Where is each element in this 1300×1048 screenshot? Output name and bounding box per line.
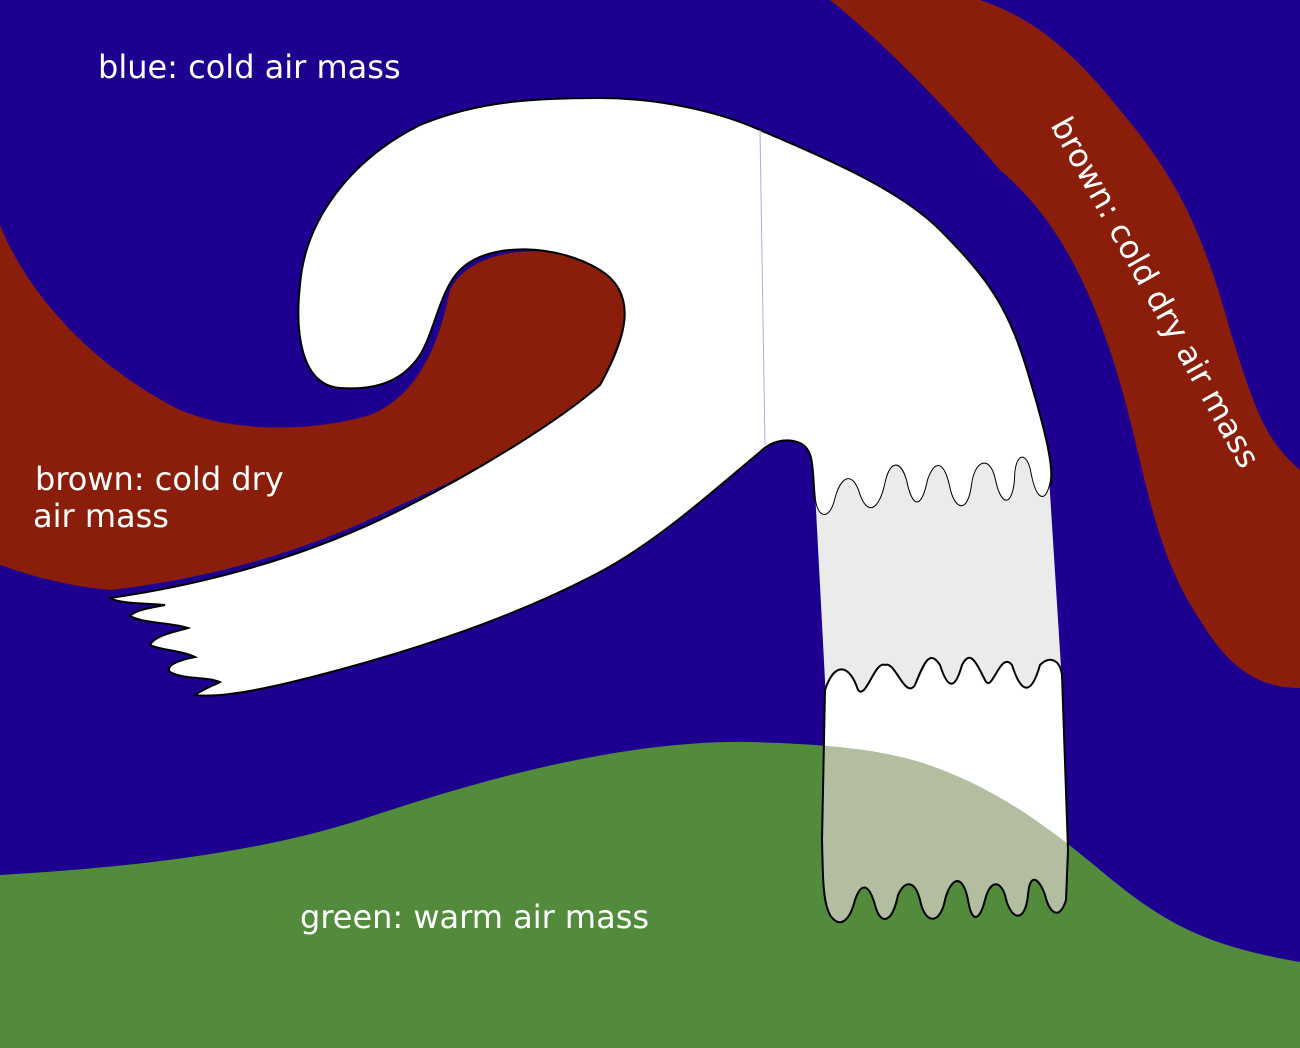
label-cold-air: blue: cold air mass xyxy=(98,48,401,86)
cloud-seam-line xyxy=(759,129,766,446)
label-cold-dry-air-left-line1: brown: cold dry xyxy=(35,460,284,498)
lower-cloud-outline xyxy=(820,656,1070,924)
cloud-over-warm-air xyxy=(822,741,1068,923)
thin-cloud-band xyxy=(815,457,1062,692)
label-cold-dry-air-left-line2: air mass xyxy=(33,497,169,535)
label-warm-air: green: warm air mass xyxy=(300,898,649,936)
thin-cloud-edge xyxy=(814,484,1063,691)
cold-dry-air-region-left xyxy=(0,225,627,590)
cold-dry-air-region-right xyxy=(830,0,1300,688)
